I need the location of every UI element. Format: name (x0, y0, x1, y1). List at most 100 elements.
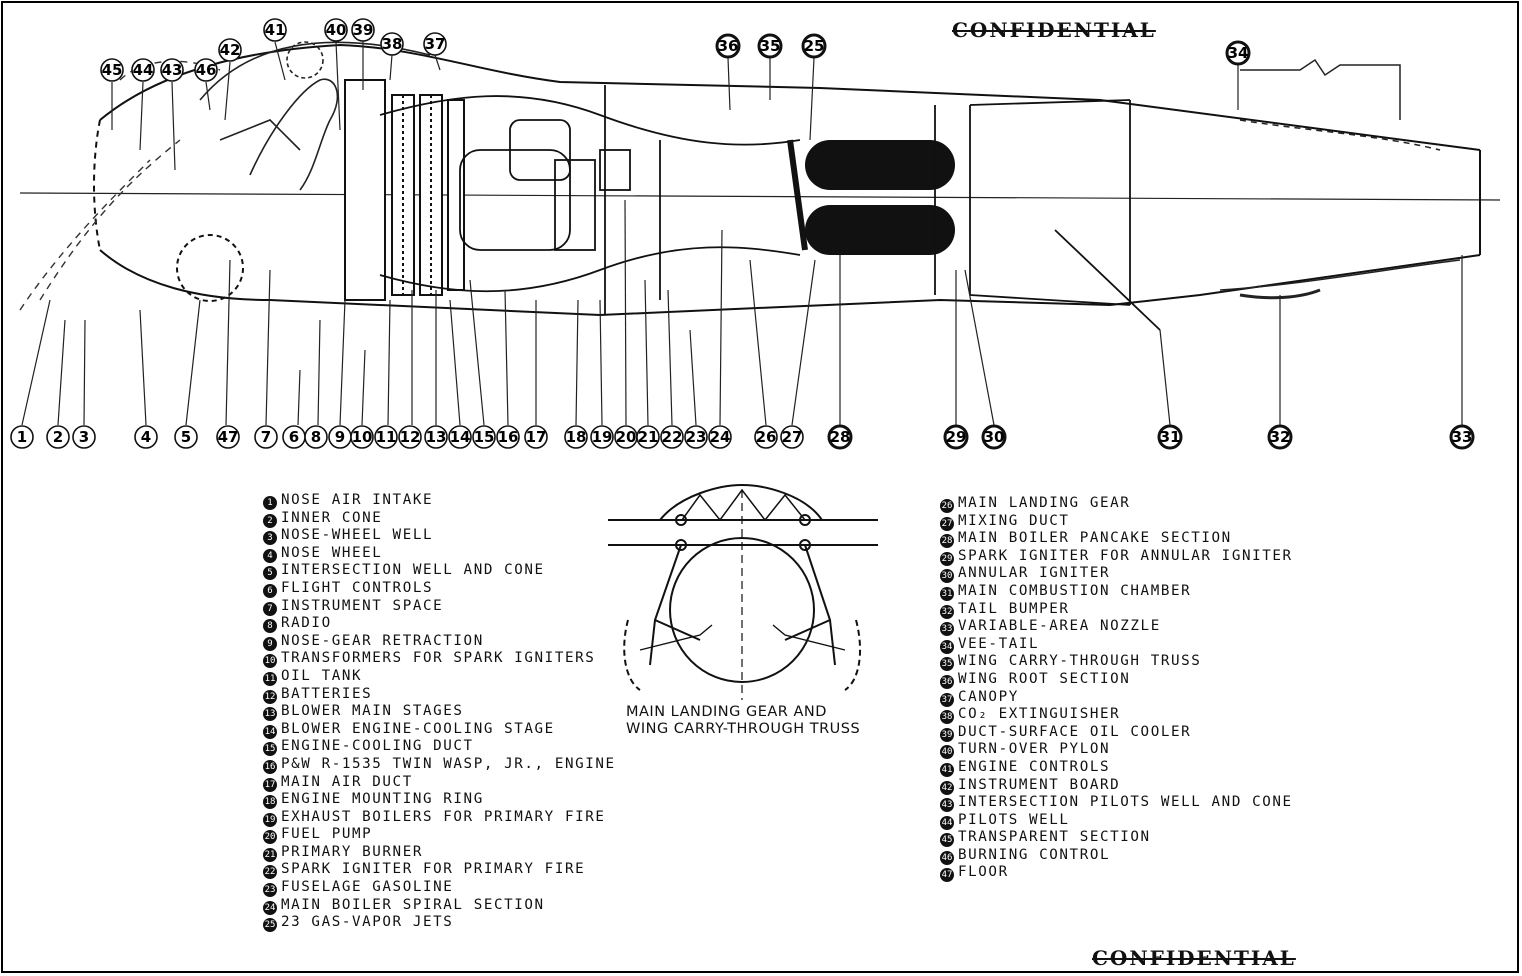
legend-number: 37 (940, 692, 954, 707)
callout-circle (524, 425, 548, 449)
callout-circle (590, 425, 614, 449)
legend-label: TRANSFORMERS FOR SPARK IGNITERS (281, 650, 596, 667)
callout-circle (1267, 424, 1293, 450)
callout-label: 32 (1270, 428, 1291, 446)
legend-number: 46 (940, 850, 954, 865)
callout-circle (263, 18, 287, 42)
callout-circle (218, 38, 242, 62)
legend-number: 9 (263, 636, 277, 651)
main-air-duct (379, 85, 801, 315)
callout-label: 19 (592, 428, 613, 446)
legend-label: FLIGHT CONTROLS (281, 579, 434, 596)
callout-circle (827, 424, 853, 450)
callout-label: 1 (17, 428, 27, 446)
callout-circle (374, 425, 398, 449)
landing-gear-detail (608, 483, 878, 700)
boiler-pancake-lower (805, 205, 955, 255)
legend-item: 7 INSTRUMENT SPACE (263, 598, 616, 616)
legend-item: 1 NOSE AIR INTAKE (263, 492, 616, 510)
legend-label: TAIL BUMPER (958, 600, 1070, 617)
legend-label: MAIN LANDING GEAR (958, 495, 1131, 511)
legend-number: 34 (940, 639, 954, 654)
legend-item: 41 ENGINE CONTROLS (940, 759, 1293, 777)
callout-label: 2 (53, 428, 63, 446)
legend-label: NOSE AIR INTAKE (281, 492, 434, 508)
callout-label: 11 (376, 428, 397, 446)
callout-circle (160, 58, 184, 82)
legend-label: DUCT-SURFACE OIL COOLER (958, 723, 1192, 740)
legend-number: 7 (263, 601, 277, 616)
gear-caption-line1: MAIN LANDING GEAR AND (626, 704, 827, 720)
legend-item: 6 FLIGHT CONTROLS (263, 580, 616, 598)
callout-circle (254, 425, 278, 449)
blower-stages (344, 79, 465, 301)
callout-label: 17 (526, 428, 547, 446)
legend-number: 19 (263, 812, 277, 827)
callout-circle (780, 425, 804, 449)
callout-label: 14 (450, 428, 471, 446)
callout-label: 42 (220, 41, 241, 59)
legend-number: 23 (263, 883, 277, 898)
callout-circle (981, 424, 1007, 450)
legend-label: VARIABLE-AREA NOZZLE (958, 618, 1161, 635)
callout-label: 41 (265, 21, 286, 39)
callout-circle (423, 32, 447, 56)
callout-label: 18 (566, 428, 587, 446)
legend-label: NOSE WHEEL (281, 544, 383, 561)
legend-label: INSTRUMENT SPACE (281, 597, 444, 614)
legend-label: NOSE-GEAR RETRACTION (281, 632, 484, 649)
legend-number: 32 (940, 604, 954, 619)
legend-label: P&W R-1535 TWIN WASP, JR., ENGINE (281, 755, 616, 772)
callout-circle (131, 58, 155, 82)
legend-number: 10 (263, 654, 277, 669)
callout-label: 21 (638, 428, 659, 446)
legend-number: 41 (940, 762, 954, 777)
callout-circle (350, 425, 374, 449)
legend-number: 5 (263, 566, 277, 581)
callout-circle (1157, 424, 1183, 450)
legend-label: ENGINE CONTROLS (958, 758, 1111, 775)
legend-label: MIXING DUCT (958, 512, 1070, 529)
legend-label: ENGINE MOUNTING RING (281, 791, 484, 808)
legend-number: 14 (263, 724, 277, 739)
callout-circle (10, 425, 34, 449)
legend-label: CANOPY (958, 688, 1019, 705)
legend-label: SPARK IGNITER FOR PRIMARY FIRE (281, 861, 586, 878)
callout-label: 7 (261, 428, 271, 446)
callout-circle (46, 425, 70, 449)
top-leader-lines (111, 40, 1239, 171)
legend-number: 15 (263, 742, 277, 757)
legend-number: 22 (263, 865, 277, 880)
bottom-leader-lines (21, 199, 1463, 426)
engine-block (459, 119, 631, 251)
callout-label: 25 (804, 37, 825, 55)
legend-label: WING ROOT SECTION (958, 670, 1131, 687)
legend-label: MAIN AIR DUCT (281, 773, 413, 790)
legend-number: 1 (263, 496, 277, 510)
legend-label: WING CARRY-THROUGH TRUSS (958, 653, 1202, 670)
callout-label: 20 (616, 428, 637, 446)
callout-circle (216, 425, 240, 449)
callout-circle (801, 33, 827, 59)
legend-label: INSTRUMENT BOARD (958, 776, 1121, 793)
callout-label: 12 (400, 428, 421, 446)
callout-circle (1449, 424, 1475, 450)
callout-circle (472, 425, 496, 449)
legend-number: 6 (263, 583, 277, 598)
callout-label: 39 (353, 21, 374, 39)
legend-item: 9 NOSE-GEAR RETRACTION (263, 633, 616, 651)
callout-circle (684, 425, 708, 449)
legend-number: 20 (263, 830, 277, 845)
